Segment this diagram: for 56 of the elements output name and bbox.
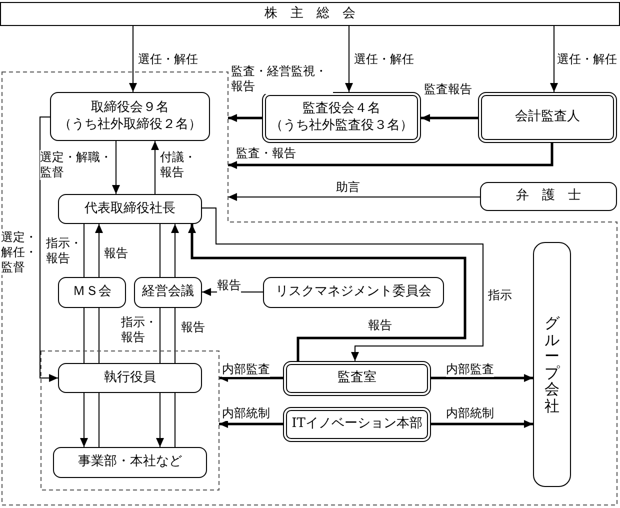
audit-board-box: 監査役会４名（うち社外監査役３名）	[262, 92, 421, 143]
arrow	[219, 374, 283, 382]
connector-line	[174, 392, 176, 448]
arrow	[421, 114, 478, 122]
arrow	[431, 420, 533, 428]
edge-label: 監査・経営監視・報告	[231, 64, 333, 94]
arrow	[151, 140, 159, 194]
edge-label: 内部監査	[446, 362, 494, 377]
connector-line	[174, 308, 176, 364]
president-box: 代表取締役社長	[58, 194, 202, 224]
department-box: ITイノベーション本部	[283, 407, 431, 442]
edge-label: 助言	[336, 180, 360, 195]
arrow	[129, 26, 137, 92]
edge-label: 監査・報告	[236, 146, 296, 161]
group-companies-box: グループ会社	[533, 242, 571, 487]
committee-box: リスクマネジメント委員会	[263, 277, 444, 308]
arrow	[202, 288, 264, 296]
edge-label: 選任・解任	[354, 52, 414, 67]
assembly-bar: 株 主 総 会	[0, 2, 620, 26]
dashed-boundary	[41, 351, 219, 490]
edge-label: 監査報告	[424, 82, 472, 97]
arrow	[80, 392, 88, 448]
arrow	[219, 420, 283, 428]
meeting-box: 経営会議	[134, 277, 202, 308]
edge-label: 報告	[368, 318, 392, 333]
arrow	[228, 114, 262, 122]
edge-label: 選任・解任	[138, 52, 198, 67]
officers-box: 執行役員	[58, 363, 202, 393]
audit-office-box: 監査室	[283, 361, 431, 396]
arrow	[228, 193, 480, 201]
arrow	[156, 392, 164, 448]
edge-label: 報告	[181, 320, 205, 335]
arrow	[345, 26, 353, 92]
arrow	[171, 224, 179, 278]
arrow	[188, 224, 466, 361]
arrow	[95, 224, 103, 278]
edge-label: 報告	[104, 246, 128, 261]
connector-line	[98, 308, 100, 364]
connector-line	[98, 392, 100, 448]
arrow	[112, 140, 120, 194]
arrow	[550, 26, 558, 92]
lawyer-box: 弁 護 士	[480, 182, 617, 211]
edge-label: 選任・解任	[557, 52, 617, 67]
edge-label: 報告	[217, 278, 241, 293]
board-box: 取締役会９名（うち社外取締役２名）	[50, 92, 210, 141]
arrow	[228, 143, 554, 169]
edge-label: 指示	[488, 288, 512, 303]
auditor-box: 会計監査人	[478, 92, 617, 143]
edge-label: 内部監査	[222, 362, 270, 377]
arrow	[431, 374, 533, 382]
edge-label: 内部統制	[222, 406, 270, 421]
edge-label: 内部統制	[446, 406, 494, 421]
divisions-box: 事業部・本社など	[53, 447, 207, 478]
arrow	[202, 208, 484, 362]
committee-box: ＭＳ会	[58, 277, 126, 308]
arrow	[40, 116, 58, 382]
